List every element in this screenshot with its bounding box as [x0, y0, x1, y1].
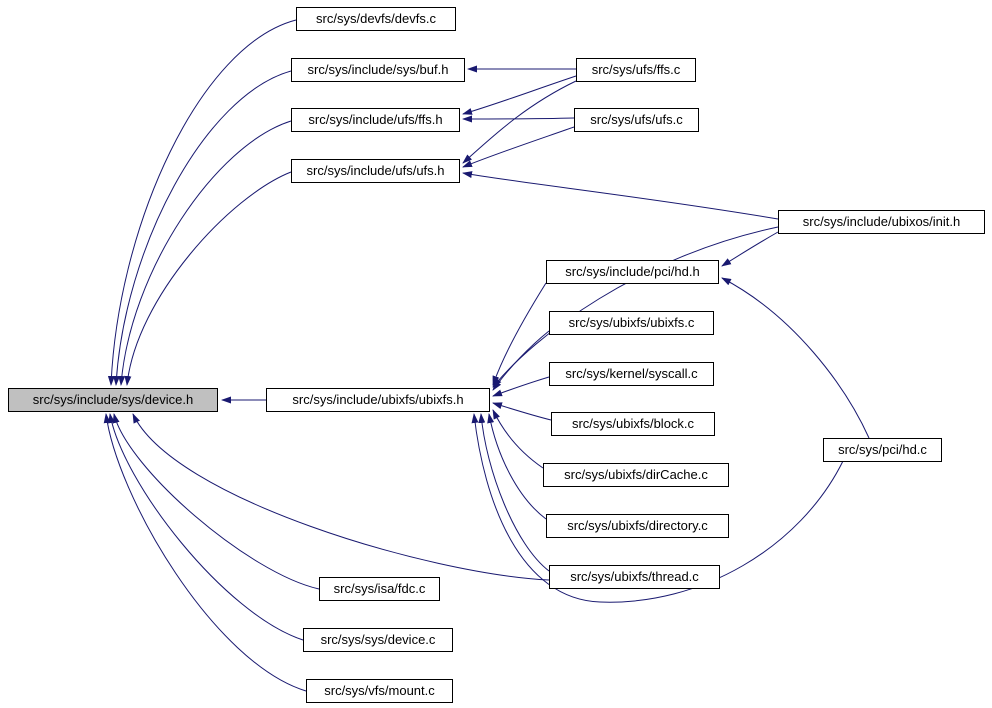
node-hd-h[interactable]: src/sys/include/pci/hd.h	[546, 260, 719, 284]
edge-mount-c-to-device-h	[103, 413, 307, 692]
node-ufs-h[interactable]: src/sys/include/ufs/ufs.h	[291, 159, 460, 183]
edge-hd-c-to-ubixfs-h	[471, 413, 844, 603]
edge-init-h-to-ufs-h	[462, 171, 779, 220]
node-thread-c[interactable]: src/sys/ubixfs/thread.c	[549, 565, 720, 589]
node-ubixfs-h[interactable]: src/sys/include/ubixfs/ubixfs.h	[266, 388, 490, 412]
edge-ffs-c-to-ufs-h	[462, 80, 577, 164]
node-syscall-c[interactable]: src/sys/kernel/syscall.c	[549, 362, 714, 386]
node-ufs-c[interactable]: src/sys/ufs/ufs.c	[574, 108, 699, 132]
edge-ffs-c-to-ffs-h	[462, 75, 577, 115]
edge-init-h-to-hd-h	[721, 231, 779, 267]
edge-syscall-c-to-ubixfs-h	[492, 376, 550, 397]
node-ffs-h[interactable]: src/sys/include/ufs/ffs.h	[291, 108, 460, 132]
edge-ufs-h-to-device-h	[124, 171, 292, 386]
edge-ubixfs-c-to-ubixfs-h	[492, 330, 550, 391]
edge-directory-c-to-ubixfs-h	[487, 413, 547, 520]
node-device-h: src/sys/include/sys/device.h	[8, 388, 218, 412]
edge-fdc-c-to-device-h	[112, 413, 320, 590]
node-ffs-c[interactable]: src/sys/ufs/ffs.c	[576, 58, 696, 82]
edge-hd-h-to-ubixfs-h	[492, 282, 547, 386]
node-hd-c[interactable]: src/sys/pci/hd.c	[823, 438, 942, 462]
edge-device-c-to-device-h	[108, 413, 304, 641]
node-directory-c[interactable]: src/sys/ubixfs/directory.c	[546, 514, 729, 538]
edge-ffs-h-to-device-h	[118, 120, 292, 386]
node-ubixfs-c[interactable]: src/sys/ubixfs/ubixfs.c	[549, 311, 714, 335]
edge-ufs-c-to-ufs-h	[462, 126, 575, 168]
node-fdc-c[interactable]: src/sys/isa/fdc.c	[319, 577, 440, 601]
edge-thread-c-to-ubixfs-h	[478, 413, 550, 572]
node-buf-h[interactable]: src/sys/include/sys/buf.h	[291, 58, 465, 82]
edge-dirCache-c-to-ubixfs-h	[492, 409, 544, 469]
node-init-h[interactable]: src/sys/include/ubixos/init.h	[778, 210, 985, 234]
edge-ufs-c-to-ffs-h	[462, 115, 575, 123]
edge-buf-h-to-device-h	[113, 70, 292, 386]
node-mount-c[interactable]: src/sys/vfs/mount.c	[306, 679, 453, 703]
node-block-c[interactable]: src/sys/ubixfs/block.c	[551, 412, 715, 436]
node-dirCache-c[interactable]: src/sys/ubixfs/dirCache.c	[543, 463, 729, 487]
node-devfs-c[interactable]: src/sys/devfs/devfs.c	[296, 7, 456, 31]
edge-devfs-c-to-device-h	[107, 19, 297, 386]
edge-block-c-to-ubixfs-h	[492, 402, 552, 421]
edge-thread-c-to-device-h	[132, 413, 550, 581]
edge-hd-c-to-hd-h	[721, 277, 870, 439]
node-device-c[interactable]: src/sys/sys/device.c	[303, 628, 453, 652]
